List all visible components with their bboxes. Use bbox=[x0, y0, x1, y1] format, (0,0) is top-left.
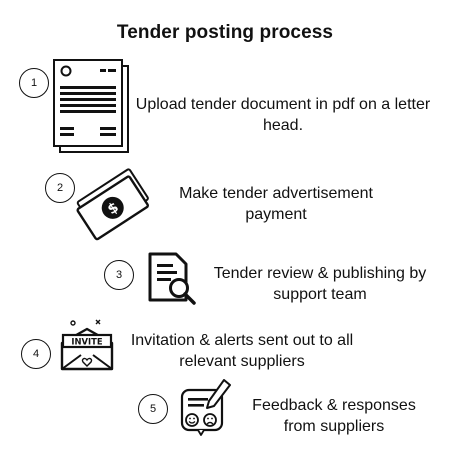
money-icon: $ bbox=[76, 168, 149, 241]
diagram-title: Tender posting process bbox=[116, 22, 334, 43]
svg-text:INVITE: INVITE bbox=[71, 337, 102, 347]
feedback-icon bbox=[180, 379, 231, 436]
invite-envelope-icon: INVITE bbox=[60, 319, 114, 371]
step-3-text: Tender review & publishing by support te… bbox=[213, 265, 427, 303]
step-4-text: Invitation & alerts sent out to all rele… bbox=[130, 332, 354, 370]
step-2-text: Make tender advertisement payment bbox=[179, 185, 373, 223]
step-5-text: Feedback & responses from suppliers bbox=[252, 397, 416, 435]
step-4-number: 4 bbox=[21, 339, 51, 369]
step-1-number: 1 bbox=[19, 68, 49, 98]
step-5-number: 5 bbox=[138, 394, 168, 424]
step-2-number: 2 bbox=[45, 173, 75, 203]
document-icon bbox=[53, 59, 129, 153]
step-1-text: Upload tender document in pdf on a lette… bbox=[135, 96, 431, 134]
step-3-number: 3 bbox=[104, 260, 134, 290]
review-search-icon bbox=[148, 252, 196, 305]
